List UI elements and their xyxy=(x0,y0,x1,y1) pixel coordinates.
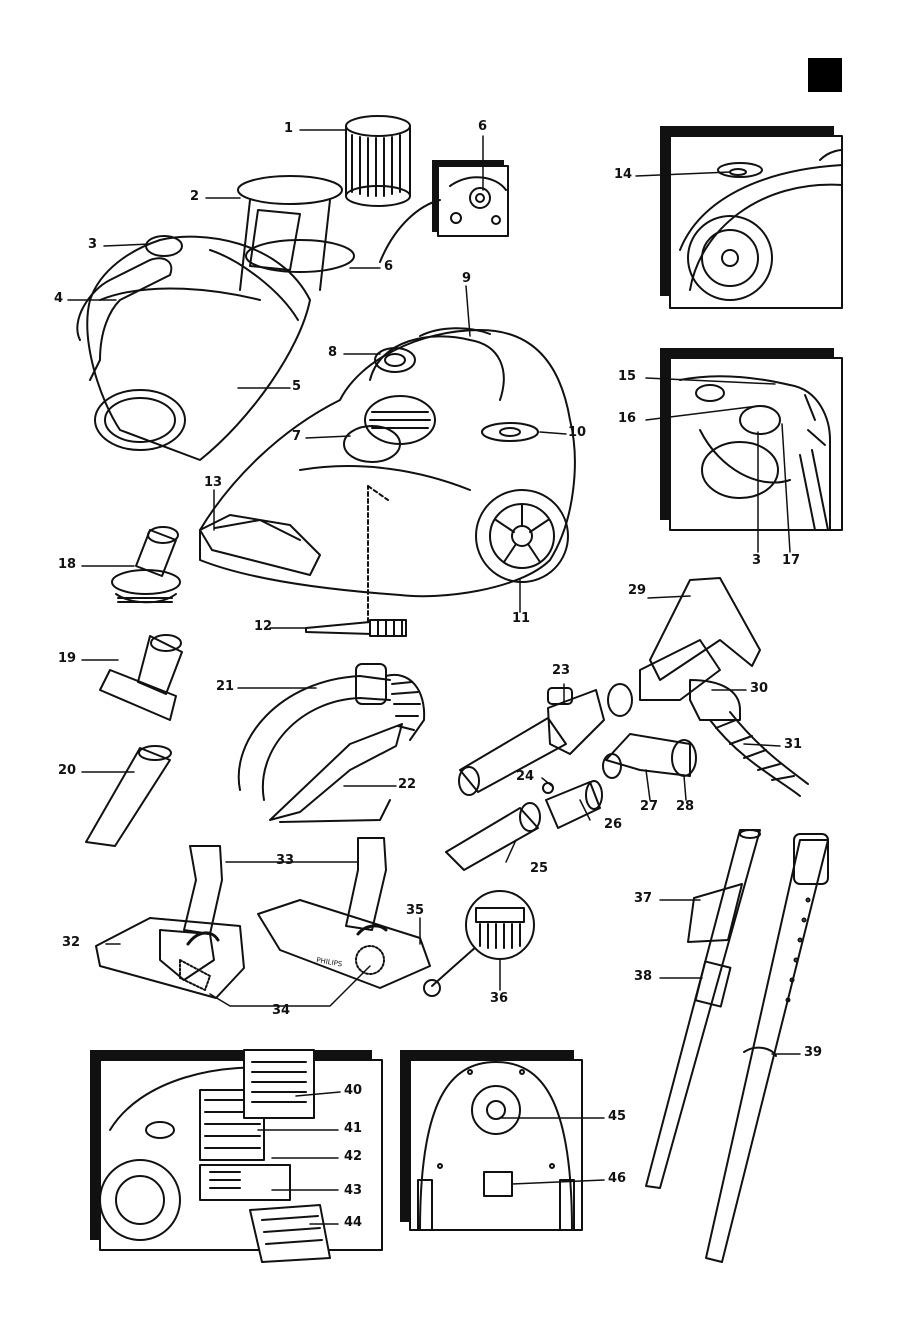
callout-2: 2 xyxy=(190,190,199,204)
callout-17: 17 xyxy=(782,554,800,568)
callout-29: 29 xyxy=(628,584,646,598)
callout-6-top: 6 xyxy=(478,120,487,134)
callout-11: 11 xyxy=(512,612,530,626)
crevice-25 xyxy=(446,803,540,870)
filter-holder xyxy=(238,176,354,290)
exhaust-filter xyxy=(346,116,410,206)
callout-26: 26 xyxy=(604,818,622,832)
callout-10: 10 xyxy=(568,426,586,440)
rotate-arrow-icon xyxy=(188,933,218,944)
connector-26 xyxy=(543,781,602,828)
callout-4: 4 xyxy=(54,292,63,306)
callout-36: 36 xyxy=(490,992,508,1006)
nozzle-brand: PHILIPS xyxy=(316,956,344,969)
callout-23: 23 xyxy=(552,664,570,678)
callout-19: 19 xyxy=(58,652,76,666)
callout-25: 25 xyxy=(530,862,548,876)
inset-45-46 xyxy=(400,1050,582,1230)
inset-14 xyxy=(660,126,842,308)
floor-nozzle-32 xyxy=(96,846,244,998)
callout-15: 15 xyxy=(618,370,636,384)
dusting-brush xyxy=(112,527,180,602)
callout-32: 32 xyxy=(62,936,80,950)
callout-41: 41 xyxy=(344,1122,362,1136)
nozzle-brush-zoom xyxy=(466,891,534,959)
callout-46: 46 xyxy=(608,1172,626,1186)
callout-14: 14 xyxy=(614,168,632,182)
language-tab-marker xyxy=(808,58,842,92)
small-brush xyxy=(306,486,406,636)
callout-1: 1 xyxy=(284,122,293,136)
callout-5: 5 xyxy=(292,380,301,394)
callout-34: 34 xyxy=(272,1004,290,1018)
callout-6: 6 xyxy=(384,260,393,274)
callout-37: 37 xyxy=(634,892,652,906)
callout-33: 33 xyxy=(276,854,294,868)
upholstery-nozzle xyxy=(100,635,182,720)
callout-30: 30 xyxy=(750,682,768,696)
callout-38: 38 xyxy=(634,970,652,984)
handle-hose xyxy=(608,578,808,796)
callout-39: 39 xyxy=(804,1046,822,1060)
vacuum-body xyxy=(200,328,575,596)
callout-43: 43 xyxy=(344,1184,362,1198)
callout-35: 35 xyxy=(406,904,424,918)
callout-3b: 3 xyxy=(752,554,761,568)
callout-9: 9 xyxy=(462,272,471,286)
callout-42: 42 xyxy=(344,1150,362,1164)
callout-24: 24 xyxy=(516,770,534,784)
callout-40: 40 xyxy=(344,1084,362,1098)
callout-21: 21 xyxy=(216,680,234,694)
turbo-27-28 xyxy=(603,734,696,778)
callout-3: 3 xyxy=(88,238,97,252)
callout-45: 45 xyxy=(608,1110,626,1124)
callout-31: 31 xyxy=(784,738,802,752)
crevice-tool xyxy=(86,746,171,846)
callout-20: 20 xyxy=(58,764,76,778)
inset-40-44 xyxy=(90,1050,382,1262)
callout-22: 22 xyxy=(398,778,416,792)
callout-28: 28 xyxy=(676,800,694,814)
callout-8: 8 xyxy=(328,346,337,360)
callout-12: 12 xyxy=(254,620,272,634)
telescopic-tube-38 xyxy=(646,830,760,1188)
callout-18: 18 xyxy=(58,558,76,572)
callout-44: 44 xyxy=(344,1216,362,1230)
callout-7: 7 xyxy=(292,430,301,444)
callout-27: 27 xyxy=(640,800,658,814)
callout-16: 16 xyxy=(618,412,636,426)
callout-13: 13 xyxy=(204,476,222,490)
inset-15-17 xyxy=(660,348,842,530)
